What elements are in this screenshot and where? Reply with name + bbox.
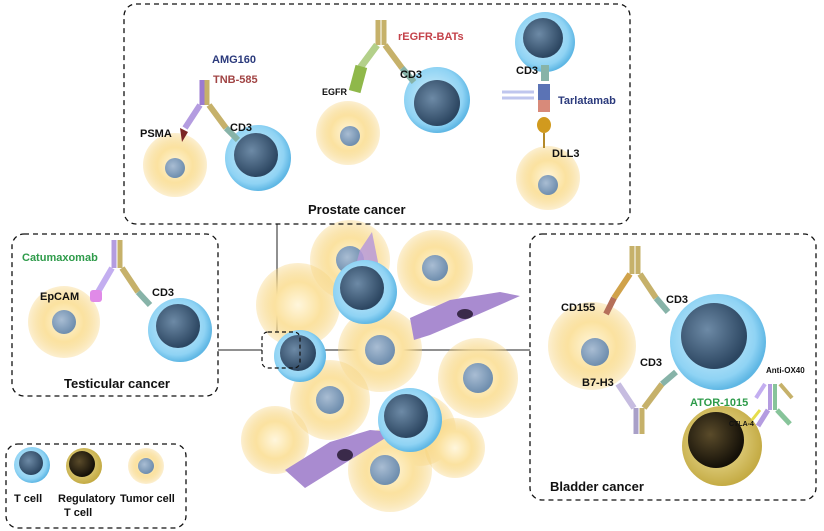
- cd3-label: CD3: [640, 357, 662, 369]
- bladder-panel-title: Bladder cancer: [550, 479, 644, 494]
- cd3-label: CD3: [666, 294, 688, 306]
- cd3-label: CD3: [230, 122, 252, 134]
- cd155-label: CD155: [561, 302, 595, 314]
- tumor-cell: [425, 418, 485, 478]
- tumor-cell: [256, 263, 340, 347]
- epcam-label: EpCAM: [40, 291, 79, 303]
- zoom-box: [261, 331, 301, 369]
- panel-prostate: PSMA CD3 AMG160 TNB-585 rEGFR-BATs EGFR …: [123, 3, 631, 225]
- drug-ator1015-label: ATOR-1015: [690, 397, 748, 409]
- anti-ox40-label: Anti-OX40: [766, 366, 805, 375]
- panel-bladder: CD155 CD3 CD3 B7-H3 ATOR-1015 Anti-OX40 …: [529, 233, 817, 501]
- bispecific-antibody-amg160: [180, 80, 241, 143]
- drug-tarlatamab-label: Tarlatamab: [558, 95, 616, 107]
- prostate-panel-title: Prostate cancer: [308, 202, 406, 217]
- tumor-cell: [241, 406, 309, 474]
- dll3-label: DLL3: [552, 148, 580, 160]
- drug-tnb585-label: TNB-585: [213, 74, 258, 86]
- bispecific-antibody-b7h3: [615, 369, 678, 434]
- legend-treg-label-line2: T cell: [64, 507, 92, 519]
- panel-testicular: Catumaxomab EpCAM CD3 Testicular cancer: [11, 233, 219, 397]
- cd3-label: CD3: [152, 287, 174, 299]
- trifunctional-antibody-catumaxomab: [90, 240, 153, 308]
- bispecific-antibody-ator1015: [750, 382, 794, 428]
- egfr-label: EGFR: [322, 87, 348, 97]
- psma-label: PSMA: [140, 128, 172, 140]
- drug-catumaxomab-label: Catumaxomab: [22, 252, 98, 264]
- legend-tumor-label: Tumor cell: [120, 493, 175, 505]
- ctla4-label: CTLA-4: [729, 421, 754, 428]
- bispecific-antibody-regfr: [348, 20, 417, 94]
- legend-tcell-label: T cell: [14, 493, 42, 505]
- testicular-panel-border: [11, 233, 219, 397]
- tumor-microenvironment: [241, 220, 520, 512]
- cd3-label: CD3: [400, 69, 422, 81]
- bispecific-antibody-cd155: [603, 246, 671, 316]
- testicular-panel-title: Testicular cancer: [64, 376, 170, 391]
- cd3-label: CD3: [516, 65, 538, 77]
- b7h3-label: B7-H3: [582, 377, 614, 389]
- legend: T cell Regulatory T cell Tumor cell: [5, 443, 187, 529]
- legend-treg-label: Regulatory: [58, 493, 116, 505]
- drug-amg160-label: AMG160: [212, 54, 256, 66]
- bispecific-antibody-tarlatamab: [502, 65, 551, 148]
- prostate-panel-border: [123, 3, 631, 225]
- bladder-panel-border: [529, 233, 817, 501]
- drug-regfr-label: rEGFR-BATs: [398, 31, 464, 43]
